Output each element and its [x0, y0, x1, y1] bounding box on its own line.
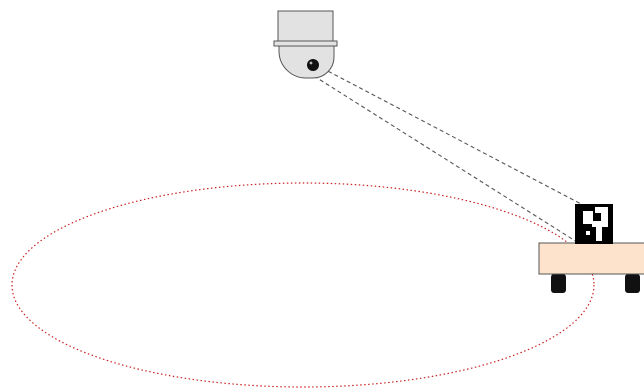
robot-wheel-left: [551, 274, 566, 293]
mobile-robot-icon: [538, 242, 644, 293]
fiducial-marker-icon: [575, 204, 613, 244]
sight-line-lower: [313, 75, 578, 243]
dome-camera-icon: [273, 10, 338, 79]
camera-lens-glint: [309, 61, 313, 65]
robot-path-ellipse: [11, 182, 595, 388]
camera-mount: [277, 10, 334, 42]
sight-line-upper: [321, 67, 584, 206]
marker-cell: [586, 231, 590, 235]
camera-rim: [273, 40, 338, 47]
camera-lens: [307, 59, 319, 71]
marker-cell: [592, 221, 601, 227]
marker-cell: [595, 207, 608, 213]
marker-cell: [596, 227, 602, 241]
robot-wheel-right: [625, 274, 640, 293]
camera-sight-lines: [313, 67, 584, 243]
camera-dome: [278, 45, 335, 79]
marker-cell: [601, 213, 608, 227]
marker-cell: [583, 211, 593, 224]
robot-platform: [538, 242, 644, 275]
